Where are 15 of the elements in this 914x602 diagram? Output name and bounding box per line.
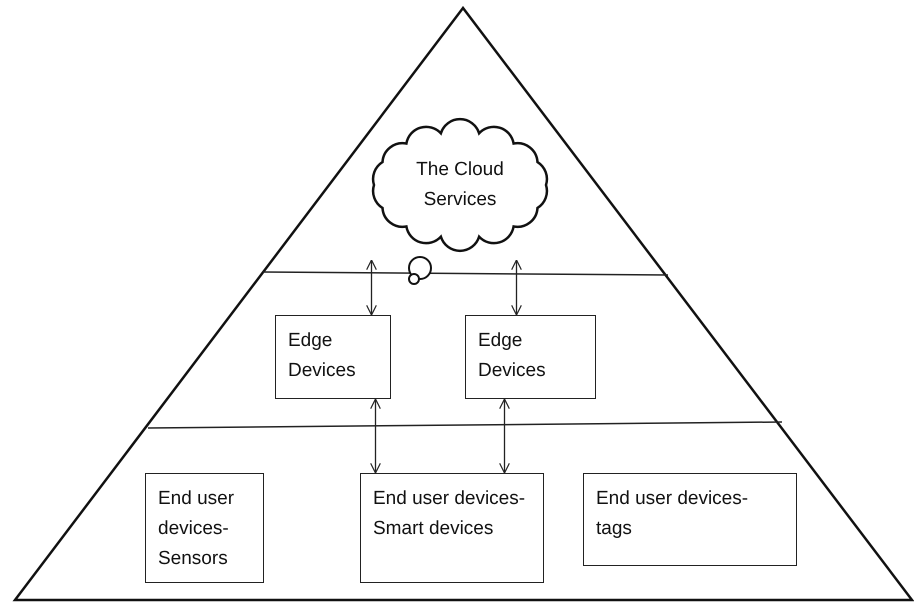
layer-box <box>275 315 391 399</box>
layer-box <box>360 473 544 583</box>
node-label: End user devices- Sensors <box>158 487 236 571</box>
double-arrow <box>510 259 522 316</box>
node-label: End user devices- tags <box>596 487 750 541</box>
node-label: Edge Devices <box>288 329 357 383</box>
node-label: End user devices- Smart devices <box>373 487 526 541</box>
double-arrow <box>498 398 510 474</box>
double-arrow <box>366 259 378 316</box>
layer-box <box>583 473 797 566</box>
double-arrow <box>370 398 382 474</box>
node-label: The Cloud Services <box>415 158 505 212</box>
layer-box <box>145 473 264 583</box>
layer-box <box>465 315 596 399</box>
node-label: Edge Devices <box>478 329 547 383</box>
